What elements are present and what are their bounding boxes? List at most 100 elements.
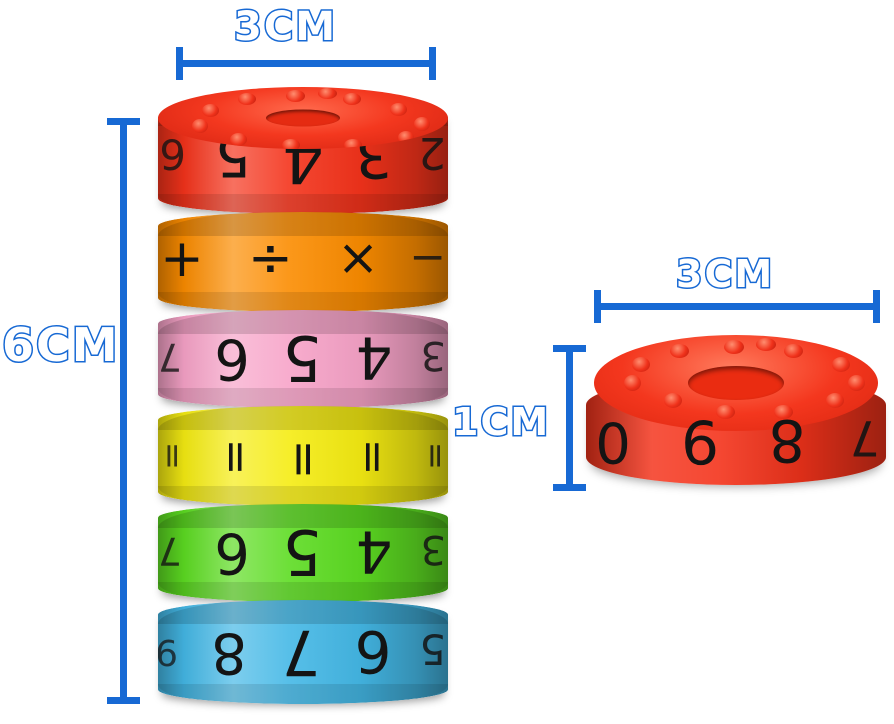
stud-icon (398, 131, 414, 144)
ring-blue-glyphs: 9 8 7 6 5 (158, 600, 448, 704)
ring-pink-top-edge (158, 310, 448, 334)
ring-orange-bottom-edge (158, 292, 448, 312)
ring-glyph: − (409, 233, 446, 285)
stud-icon (774, 405, 793, 419)
stud-icon (344, 139, 362, 149)
center-hole (688, 366, 784, 400)
ring-glyph: = (158, 442, 193, 471)
stud-icon (282, 139, 300, 149)
disc-glyph: 7 (849, 409, 880, 466)
ring-glyph: 6 (213, 325, 250, 391)
ring-blue-top-edge (158, 600, 448, 624)
stud-icon (848, 375, 865, 391)
ring-glyph: 7 (281, 615, 321, 689)
ring-yellow-glyphs: = = = = = (158, 406, 448, 506)
stud-icon (756, 338, 776, 351)
ring-pink-glyphs: 7 6 5 4 3 (158, 310, 448, 408)
disc-glyph: 8 (768, 406, 806, 475)
ring-glyph: = (210, 439, 262, 476)
stud-icon (832, 357, 850, 372)
ring-pink-face (158, 310, 448, 408)
stud-icon (716, 405, 735, 419)
ring-glyph: 3 (420, 526, 446, 572)
ring-glyph: 6 (354, 617, 392, 686)
ring-glyph: = (416, 442, 448, 471)
ring-glyph: 5 (419, 624, 446, 674)
ring-glyph: 8 (211, 619, 247, 685)
stack-width-bar (176, 47, 436, 80)
stud-icon (784, 344, 803, 358)
ring-yellow-top-edge (158, 406, 448, 430)
ring-orange-top-edge (158, 212, 448, 236)
stud-icon (632, 357, 650, 372)
ring-pink[interactable]: 7 6 5 4 3 (158, 310, 448, 408)
stack-height-bar (107, 118, 140, 704)
stud-icon (664, 393, 682, 408)
magnetic-number-cylinder-stack[interactable]: 6 5 4 3 2 (158, 87, 448, 706)
ring-glyph: 5 (282, 515, 322, 589)
disc-height-bar (553, 345, 586, 491)
stack-height-label: 6CM (1, 317, 120, 374)
ring-yellow-bottom-edge (158, 486, 448, 506)
ring-glyph: 7 (158, 334, 182, 379)
ring-yellow-face (158, 406, 448, 506)
disc-glyph: 9 (680, 406, 720, 476)
ring-green-shading (158, 504, 448, 602)
stud-icon (390, 103, 407, 116)
disc-glyphs: 0 9 8 7 (586, 377, 886, 485)
ring-glyph: 4 (355, 517, 392, 586)
ring-pink-bottom-edge (158, 388, 448, 408)
stud-icon (192, 119, 208, 133)
stud-icon (414, 117, 430, 131)
stud-icon (670, 344, 689, 358)
ring-pink-shading (158, 310, 448, 408)
studded-top-cap[interactable] (158, 87, 448, 149)
disc-width-bar (594, 290, 880, 323)
ring-glyph: ÷ (247, 229, 293, 293)
ring-blue[interactable]: 9 8 7 6 5 (158, 600, 448, 704)
ring-glyph: = (347, 439, 399, 476)
single-red-disc[interactable]: 0 9 8 7 (586, 335, 886, 495)
stud-icon (230, 133, 247, 146)
ring-orange-shading (158, 212, 448, 312)
ring-blue-bottom-edge (158, 684, 448, 704)
stud-icon (624, 375, 641, 391)
ring-green-bottom-edge (158, 582, 448, 602)
ring-glyph: 4 (355, 323, 392, 392)
ring-glyph: 6 (159, 129, 186, 179)
ring-green-top-edge (158, 504, 448, 528)
ring-orange-face (158, 212, 448, 312)
disc-height-label: 1CM (450, 399, 551, 446)
ring-green[interactable]: 7 6 5 4 3 (158, 504, 448, 602)
disc-width-label: 3CM (674, 251, 775, 298)
ring-green-glyphs: 7 6 5 4 3 (158, 504, 448, 602)
center-hole (266, 109, 340, 127)
disc-studded-top[interactable] (594, 335, 878, 431)
ring-glyph: 7 (158, 528, 182, 573)
ring-blue-shading (158, 600, 448, 704)
ring-glyph: 9 (158, 630, 178, 671)
ring-orange-glyphs: + ÷ × − (158, 212, 448, 312)
ring-glyph: 5 (282, 321, 322, 395)
stud-icon (724, 340, 744, 354)
ring-glyph: × (337, 231, 380, 289)
ring-glyph: + (160, 230, 204, 291)
ring-yellow[interactable]: = = = = = (158, 406, 448, 506)
ring-blue-face (158, 600, 448, 704)
stack-width-label: 3CM (233, 3, 337, 52)
stud-icon (202, 104, 219, 117)
ring-red-bottom-edge (158, 194, 448, 214)
ring-glyph: 6 (213, 519, 250, 585)
disc-glyph: 0 (595, 408, 631, 474)
ring-yellow-shading (158, 406, 448, 506)
stud-icon (318, 88, 337, 99)
stud-icon (286, 90, 305, 102)
stud-icon (343, 93, 361, 105)
ring-glyph: 2 (418, 127, 446, 179)
stud-icon (826, 393, 844, 408)
ring-green-face (158, 504, 448, 602)
ring-orange[interactable]: + ÷ × − (158, 212, 448, 312)
stud-icon (238, 93, 256, 105)
ring-glyph: 3 (420, 332, 446, 378)
